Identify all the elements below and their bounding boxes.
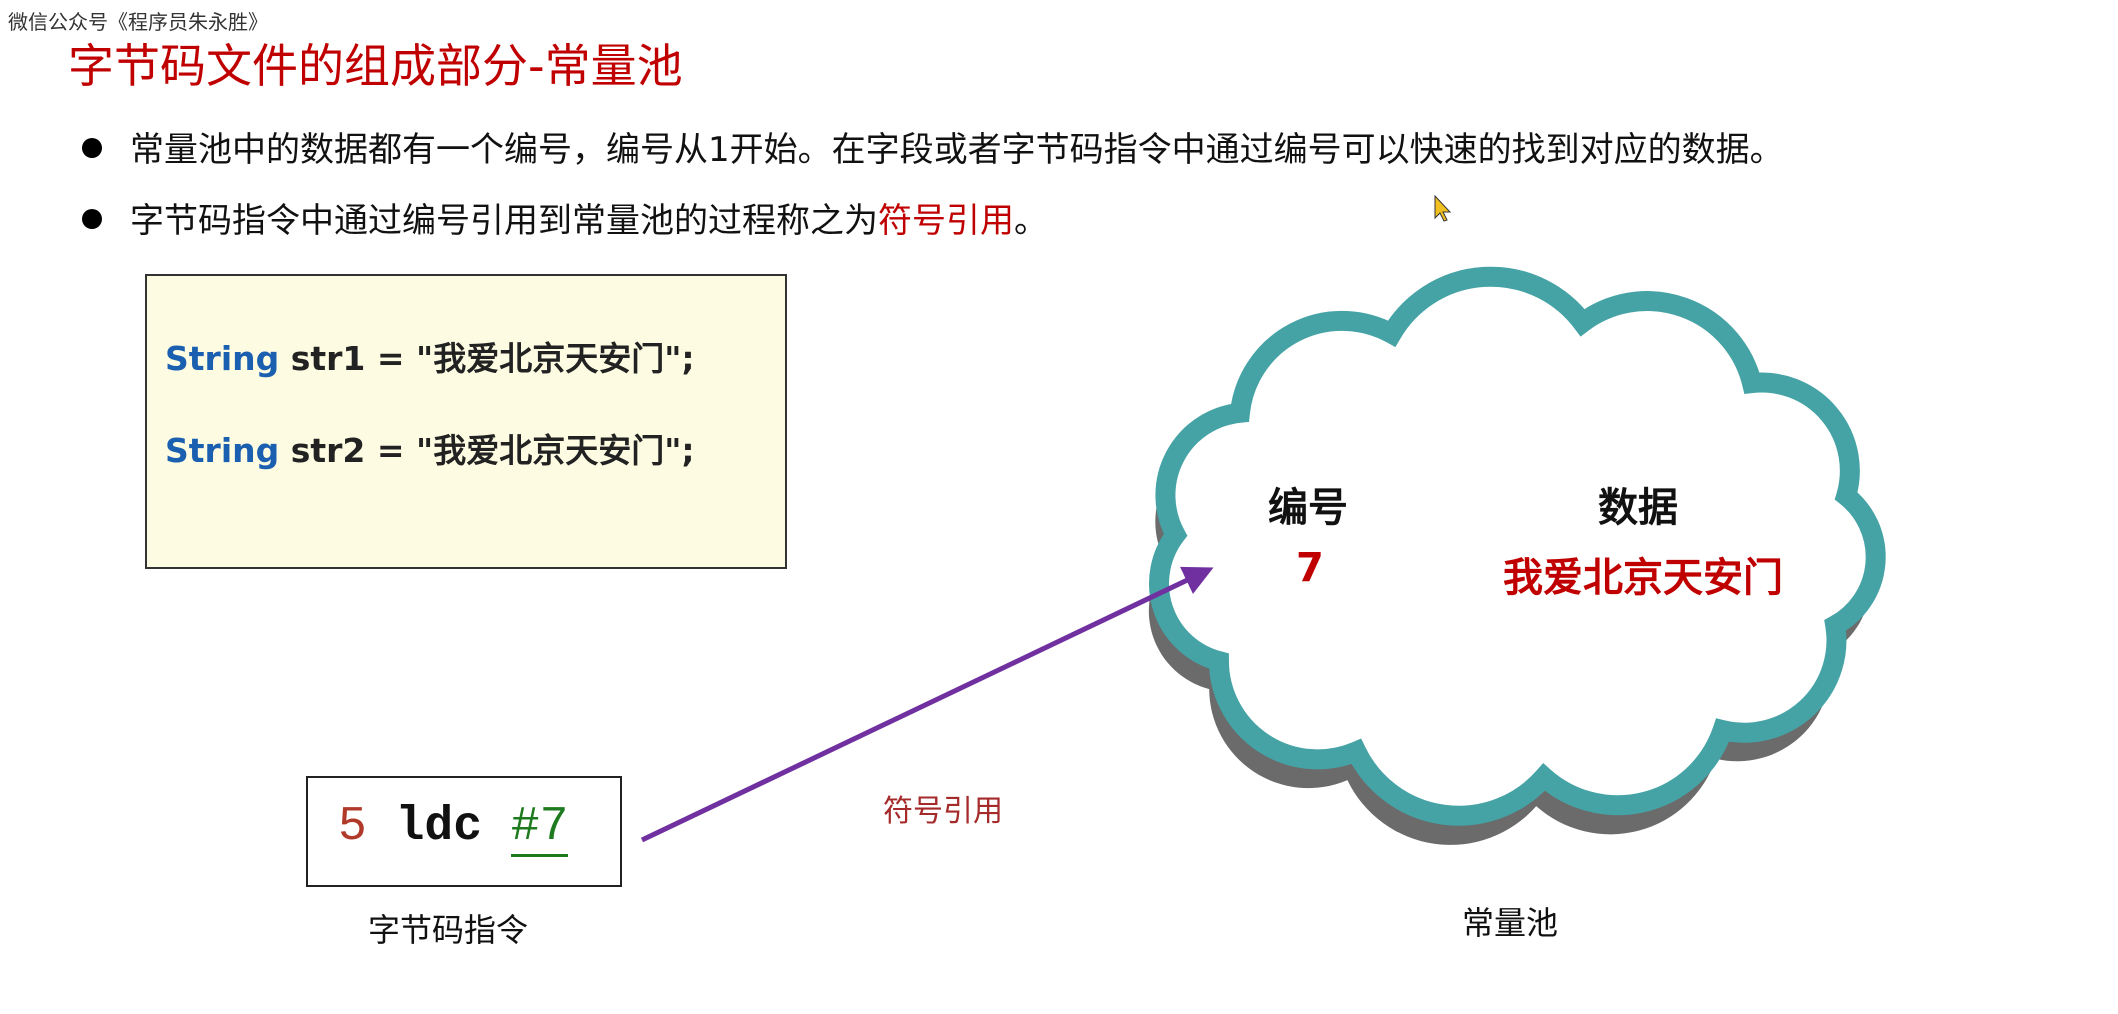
code-rest: str2 = "我爱北京天安门"; bbox=[279, 431, 695, 470]
mouse-cursor-icon bbox=[1434, 194, 1452, 222]
bullet-text: 字节码指令中通过编号引用到常量池的过程称之为 bbox=[130, 201, 878, 241]
pool-header-data: 数据 bbox=[1598, 485, 1678, 531]
code-box: String str1 = "我爱北京天安门"; String str2 = "… bbox=[145, 274, 787, 569]
bytecode-box: 5 ldc #7 bbox=[306, 776, 622, 887]
bullet-2: 字节码指令中通过编号引用到常量池的过程称之为符号引用。 bbox=[82, 193, 1048, 242]
watermark: 微信公众号《程序员朱永胜》 bbox=[8, 10, 268, 34]
bullet-highlight: 符号引用 bbox=[878, 201, 1014, 241]
bytecode-op: ldc bbox=[395, 800, 483, 854]
code-rest: str1 = "我爱北京天安门"; bbox=[279, 339, 695, 378]
pool-id: 7 bbox=[1296, 545, 1324, 591]
code-keyword: String bbox=[165, 339, 280, 378]
bullet-dot-icon bbox=[82, 137, 102, 158]
bullet-text: 常量池中的数据都有一个编号，编号从1开始。在字段或者字节码指令中通过编号可以快速… bbox=[130, 130, 1784, 170]
pool-data: 我爱北京天安门 bbox=[1503, 555, 1783, 601]
constant-pool-cloud bbox=[1149, 266, 1886, 826]
code-line-1: String str1 = "我爱北京天安门"; bbox=[165, 332, 695, 380]
bytecode-ref: #7 bbox=[510, 800, 569, 857]
arrow-label: 符号引用 bbox=[883, 794, 1003, 829]
bullet-text-end: 。 bbox=[1014, 201, 1048, 241]
bullet-1: 常量池中的数据都有一个编号，编号从1开始。在字段或者字节码指令中通过编号可以快速… bbox=[82, 122, 1784, 171]
bytecode-instruction: 5 ldc #7 bbox=[338, 800, 569, 857]
pool-label: 常量池 bbox=[1462, 904, 1559, 942]
code-keyword: String bbox=[165, 431, 280, 470]
symbol-reference-arrow bbox=[640, 566, 1214, 843]
bullet-dot-icon bbox=[82, 208, 102, 229]
pool-header-id: 编号 bbox=[1268, 485, 1348, 531]
code-line-2: String str2 = "我爱北京天安门"; bbox=[165, 424, 695, 472]
bytecode-index: 5 bbox=[338, 800, 367, 854]
slide-title: 字节码文件的组成部分-常量池 bbox=[68, 39, 683, 93]
bytecode-label: 字节码指令 bbox=[368, 911, 529, 949]
